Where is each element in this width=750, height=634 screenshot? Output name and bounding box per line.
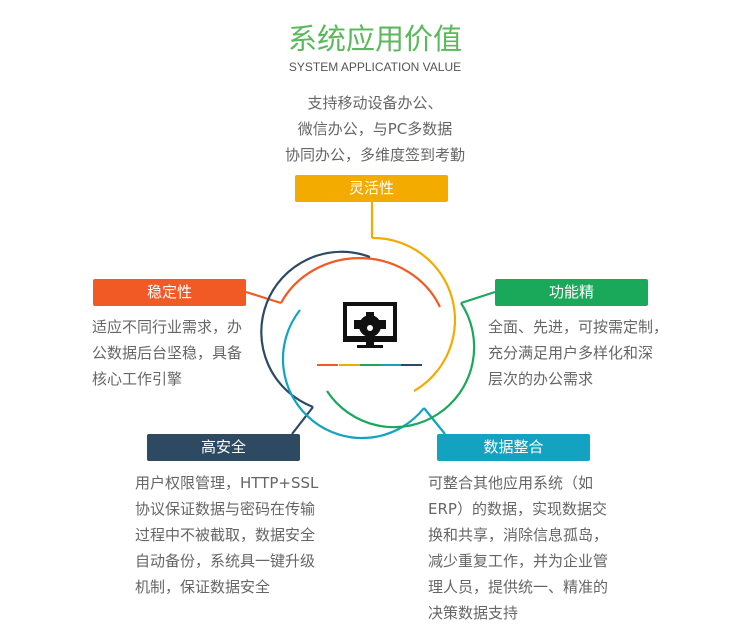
desc-line: 层次的办公需求 xyxy=(488,370,594,388)
arc-flex xyxy=(371,236,457,392)
arc-data xyxy=(281,309,425,440)
arc-func xyxy=(326,302,476,429)
desc-line: 换和共享，消除信息孤岛， xyxy=(428,526,609,544)
page-subtitle: SYSTEM APPLICATION VALUE xyxy=(288,60,462,74)
desc-line: 核心工作引擎 xyxy=(92,370,183,388)
desc-security: 用户权限管理，HTTP+SSL 协议保证数据与密码在传输过程中不被截取，数据安全自… xyxy=(135,470,318,600)
intro-line: 支持移动设备办公、 xyxy=(307,94,443,112)
intro-line: 微信办公，与PC多数据 xyxy=(297,120,453,138)
arc-secure xyxy=(260,250,371,409)
label-stability: 稳定性 xyxy=(93,279,246,306)
page-title: 系统应用价值 xyxy=(287,22,462,56)
connector-func xyxy=(460,290,496,305)
label-security: 高安全 xyxy=(147,434,300,461)
intro-text: 支持移动设备办公、 微信办公，与PC多数据 协同办公，多维度签到考勤 xyxy=(250,90,500,168)
connector-data xyxy=(423,407,446,435)
monitor-gear-icon xyxy=(343,302,397,348)
label-data-integration: 数据整合 xyxy=(437,434,590,461)
label-functionality: 功能精 xyxy=(495,279,648,306)
desc-functionality: 全面、先进，可按需定制， 充分满足用户多样化和深层次的办公需求 xyxy=(488,314,668,392)
desc-line: 适应不同行业需求，办 xyxy=(92,318,243,336)
desc-line: 减少重复工作，并为企业管 xyxy=(428,552,609,570)
desc-line: 机制，保证数据安全 xyxy=(135,578,271,596)
connector-secure xyxy=(291,406,314,435)
desc-line: 决策数据支持 xyxy=(428,604,519,622)
desc-line: 可整合其他应用系统（如 xyxy=(428,474,594,492)
desc-line: ERP）的数据，实现数据交 xyxy=(428,500,607,518)
arc-stable xyxy=(280,257,441,308)
desc-line: 过程中不被截取，数据安全 xyxy=(135,526,316,544)
desc-line: 协议保证数据与密码在传输 xyxy=(135,500,316,518)
desc-line: 全面、先进，可按需定制， xyxy=(488,318,669,336)
desc-stability: 适应不同行业需求，办公数据后台坚稳，具备核心工作引擎 xyxy=(92,314,242,392)
desc-line: 用户权限管理，HTTP+SSL xyxy=(135,474,319,492)
intro-line: 协同办公，多维度签到考勤 xyxy=(284,146,465,164)
desc-line: 理人员，提供统一、精准的 xyxy=(428,578,609,596)
desc-line: 充分满足用户多样化和深 xyxy=(488,344,654,362)
desc-line: 自动备份，系统具一键升级 xyxy=(135,552,316,570)
label-flexibility: 灵活性 xyxy=(295,175,448,202)
desc-data-integration: 可整合其他应用系统（如 ERP）的数据，实现数据交换和共享，消除信息孤岛， 减少重复… xyxy=(428,470,608,626)
connector-stable xyxy=(245,290,282,305)
desc-line: 公数据后台坚稳，具备 xyxy=(92,344,243,362)
